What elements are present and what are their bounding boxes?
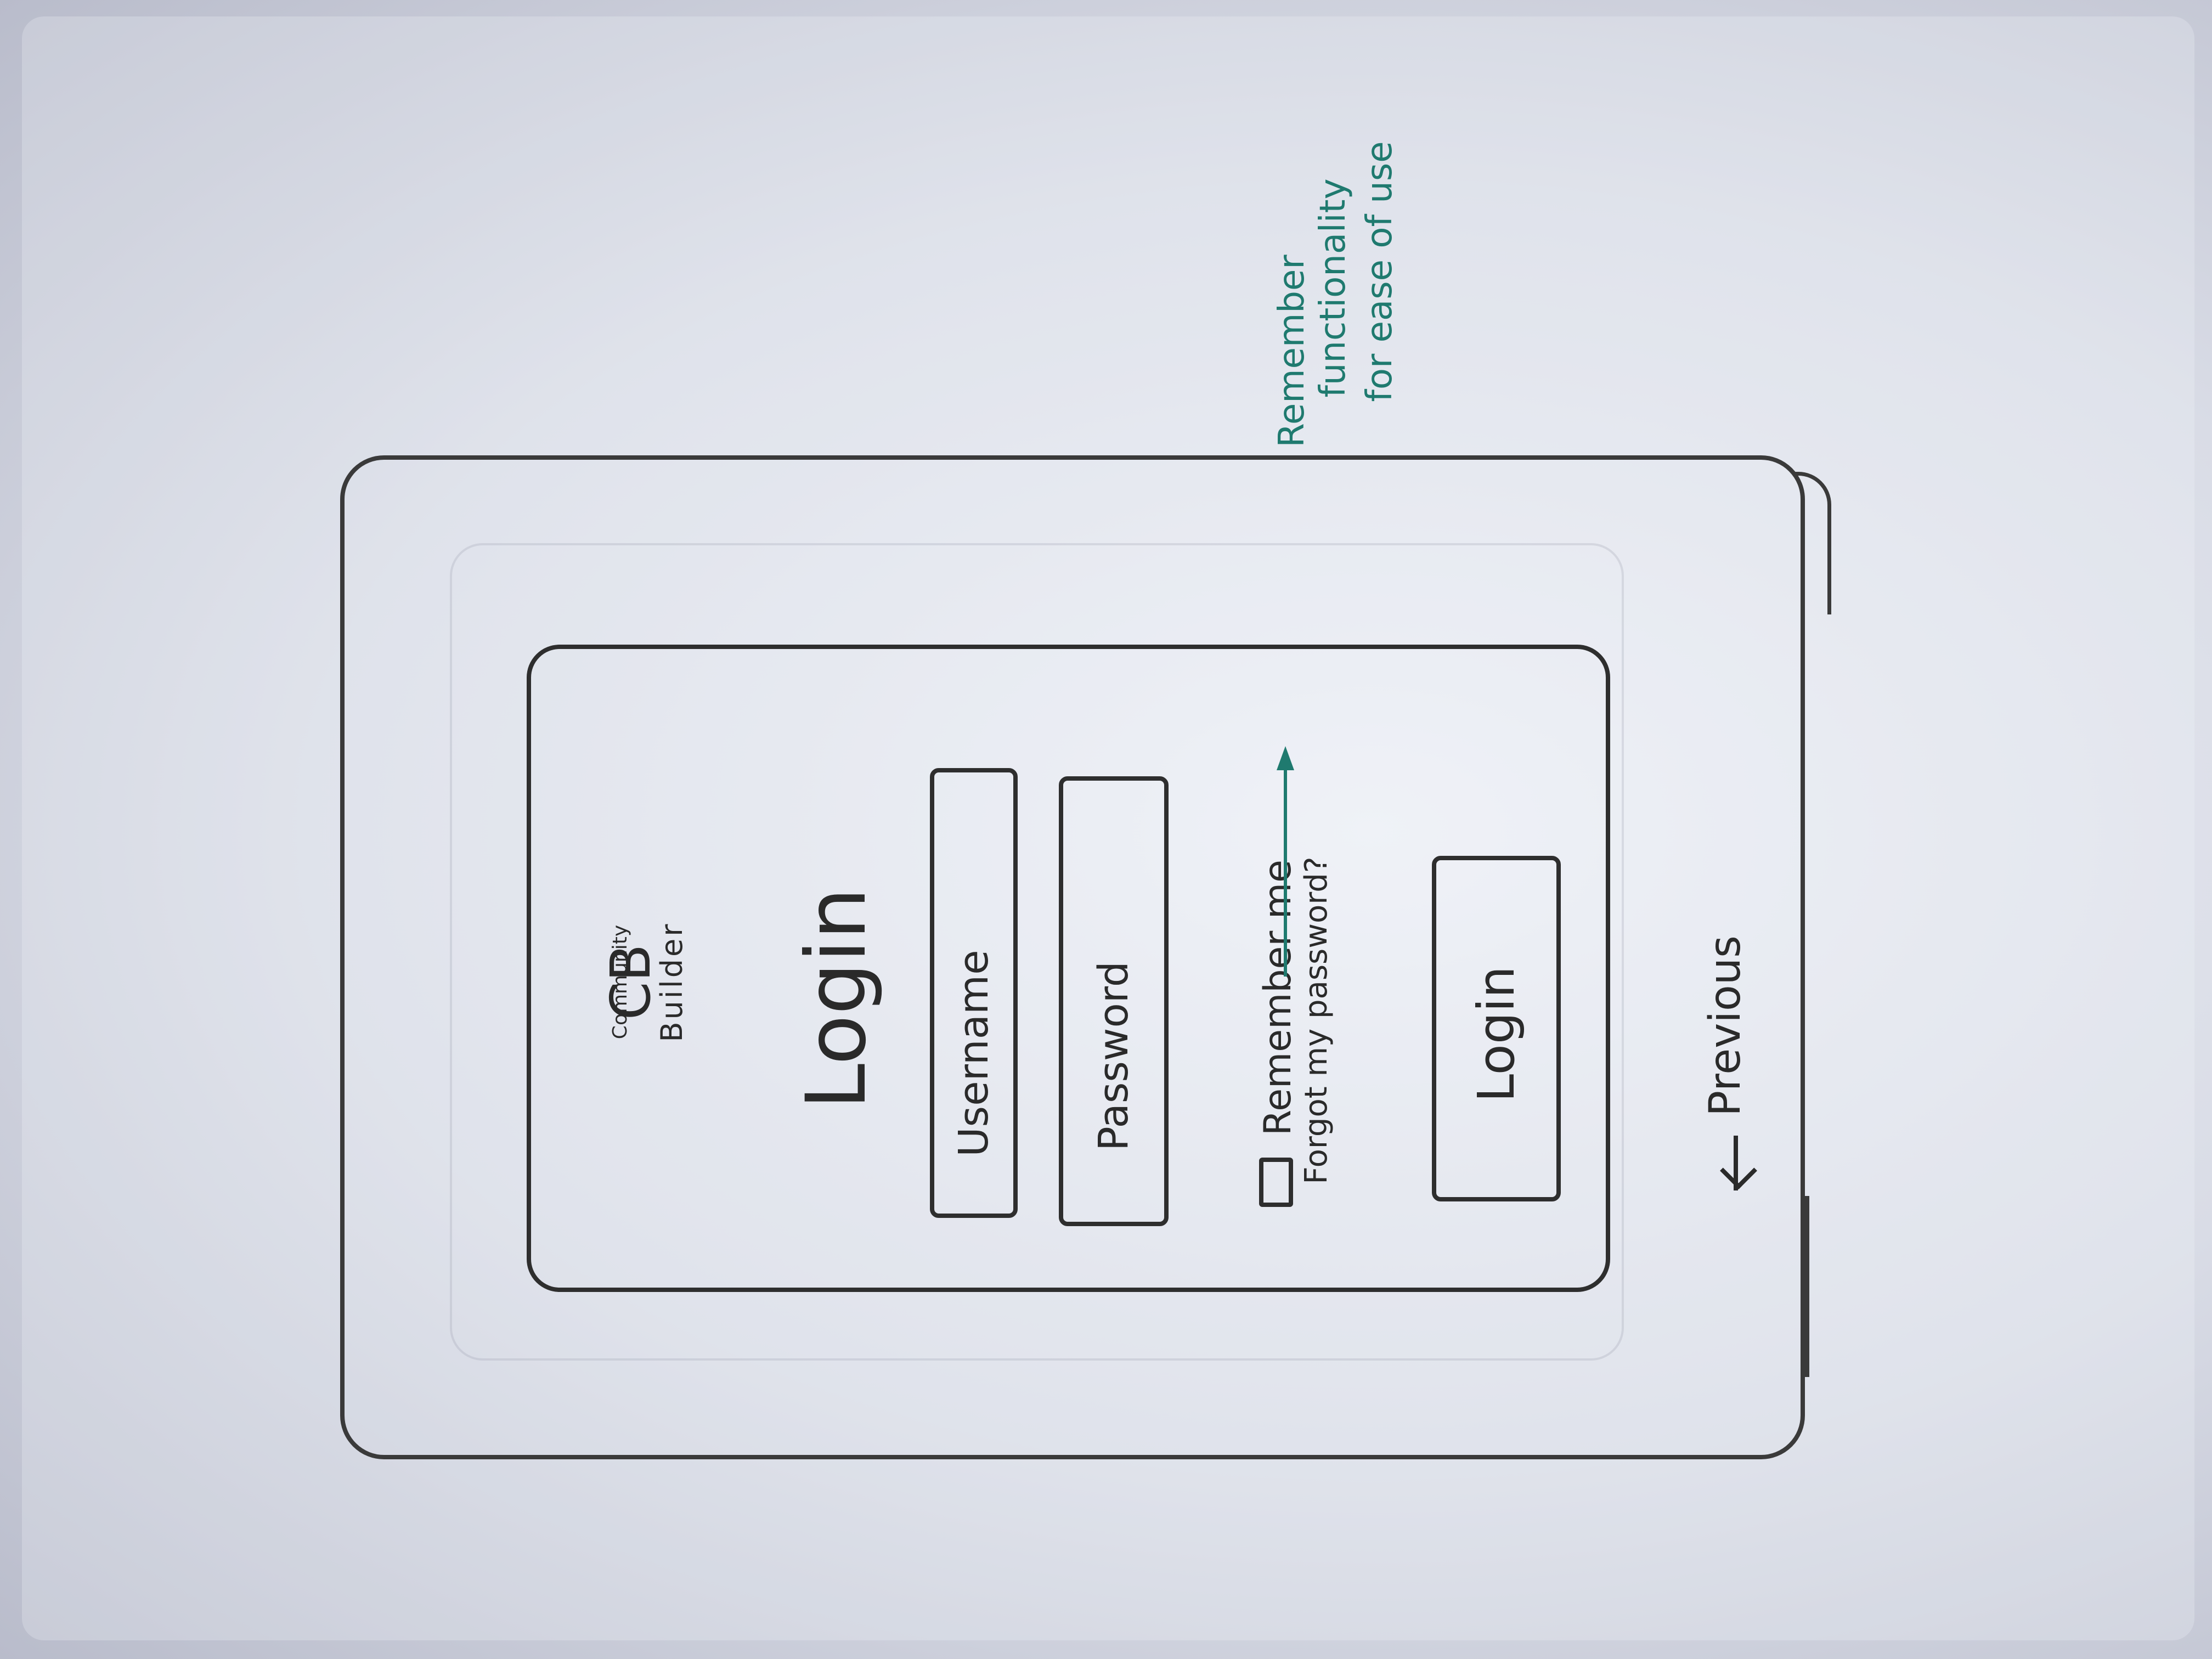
annotation-arrow-icon bbox=[1284, 768, 1287, 977]
logo-initials: CB bbox=[599, 944, 663, 1020]
faint-outline bbox=[450, 543, 1624, 1361]
logo-text-bottom: Builder bbox=[654, 922, 689, 1042]
password-placeholder: Password bbox=[1090, 961, 1137, 1151]
login-button-label: Login bbox=[1467, 966, 1526, 1103]
remember-me-checkbox[interactable] bbox=[1259, 1158, 1293, 1207]
login-button[interactable] bbox=[1432, 856, 1561, 1201]
username-field[interactable] bbox=[930, 768, 1018, 1218]
page-title: Login bbox=[789, 887, 884, 1110]
previous-link[interactable]: Previous bbox=[1701, 935, 1750, 1116]
device-side-button bbox=[1793, 472, 1831, 614]
annotation-line-2: functionality bbox=[1313, 178, 1353, 398]
forgot-password-link[interactable]: Forgot my password? bbox=[1299, 856, 1334, 1184]
annotation-line-3: for ease of use bbox=[1359, 141, 1400, 402]
login-screen bbox=[527, 645, 1610, 1292]
device-edge-mark bbox=[1805, 1196, 1809, 1377]
paper-sheet bbox=[22, 16, 2194, 1640]
password-field[interactable] bbox=[1059, 776, 1169, 1226]
device-frame bbox=[340, 455, 1805, 1459]
previous-arrow-icon[interactable] bbox=[1734, 1136, 1738, 1190]
username-placeholder: Username bbox=[950, 950, 997, 1157]
